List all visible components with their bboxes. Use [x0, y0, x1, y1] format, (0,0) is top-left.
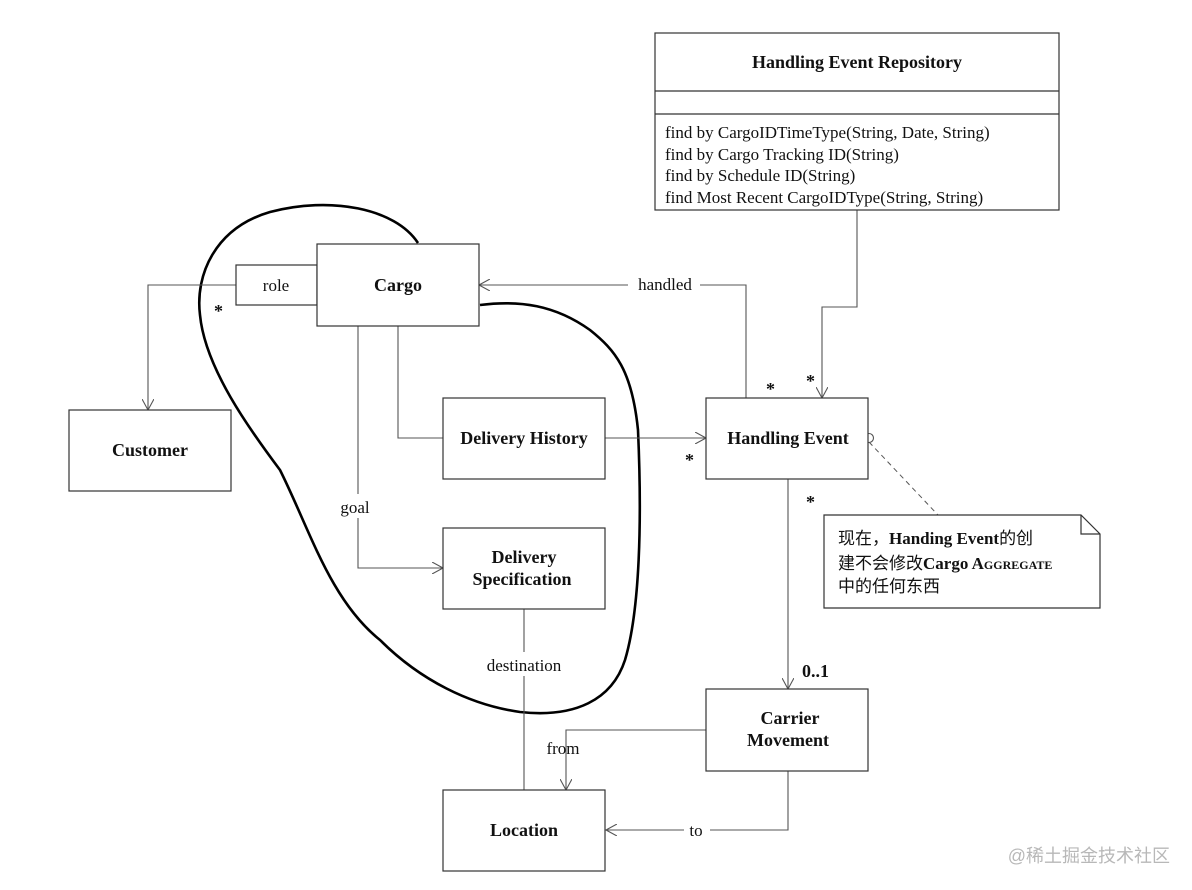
- to-line: [606, 771, 789, 830]
- multiplicity-star: *: [685, 450, 694, 470]
- repository-method: find by CargoIDTimeType(String, Date, St…: [665, 123, 990, 142]
- multiplicity-star: *: [806, 492, 815, 512]
- location-class: Location: [442, 789, 606, 872]
- cargo-class: role Cargo: [235, 243, 480, 327]
- cargo-to-history-line: [397, 326, 443, 439]
- note-line-3: 中的任何东西: [838, 577, 940, 596]
- multiplicity-star: *: [766, 379, 775, 399]
- delivery-specification-title: Specification: [473, 569, 572, 589]
- destination-label: destination: [487, 656, 562, 675]
- delivery-history-title: Delivery History: [460, 428, 587, 448]
- repository-method: find by Cargo Tracking ID(String): [665, 145, 899, 164]
- note-line-1: 现在，Handing Event的创: [838, 529, 1033, 548]
- goal-label: goal: [340, 498, 370, 517]
- multiplicity-zero-one: 0..1: [802, 661, 829, 681]
- role-label: role: [263, 276, 289, 295]
- note-anchor-line: [868, 441, 939, 516]
- from-label: from: [546, 739, 579, 758]
- carrier-movement-title: Movement: [747, 730, 829, 750]
- role-to-customer-line: [148, 284, 236, 410]
- aggregate-boundary: [197, 203, 642, 715]
- to-label: to: [689, 821, 702, 840]
- repository-class: Handling Event Repository find by CargoI…: [654, 32, 1060, 211]
- handling-event-class: Handling Event: [705, 397, 869, 480]
- note-box: 现在，Handing Event的创 建不会修改Cargo AGGREGATE …: [823, 514, 1101, 609]
- note-line-2: 建不会修改Cargo AGGREGATE: [838, 554, 1052, 573]
- customer-class: Customer: [68, 409, 232, 492]
- delivery-specification-title: Delivery: [492, 547, 557, 567]
- watermark: @稀土掘金技术社区: [1008, 846, 1170, 866]
- cargo-title: Cargo: [374, 275, 422, 295]
- goal-line: [357, 326, 443, 568]
- carrier-movement-title: Carrier: [761, 708, 820, 728]
- multiplicity-star: *: [214, 301, 223, 321]
- handled-label: handled: [638, 275, 692, 294]
- handled-line: [479, 285, 747, 398]
- multiplicity-star: *: [806, 371, 815, 391]
- repository-title: Handling Event Repository: [752, 52, 962, 72]
- from-line: [566, 729, 706, 790]
- repository-method: find by Schedule ID(String): [665, 166, 855, 185]
- repository-method: find Most Recent CargoIDType(String, Str…: [665, 188, 983, 207]
- repository-to-handling-event-line: [822, 210, 858, 398]
- location-title: Location: [490, 820, 558, 840]
- delivery-specification-class: Delivery Specification: [442, 527, 606, 610]
- delivery-history-class: Delivery History: [442, 397, 606, 480]
- carrier-movement-class: Carrier Movement: [705, 688, 869, 772]
- customer-title: Customer: [112, 440, 188, 460]
- handling-event-title: Handling Event: [727, 428, 849, 448]
